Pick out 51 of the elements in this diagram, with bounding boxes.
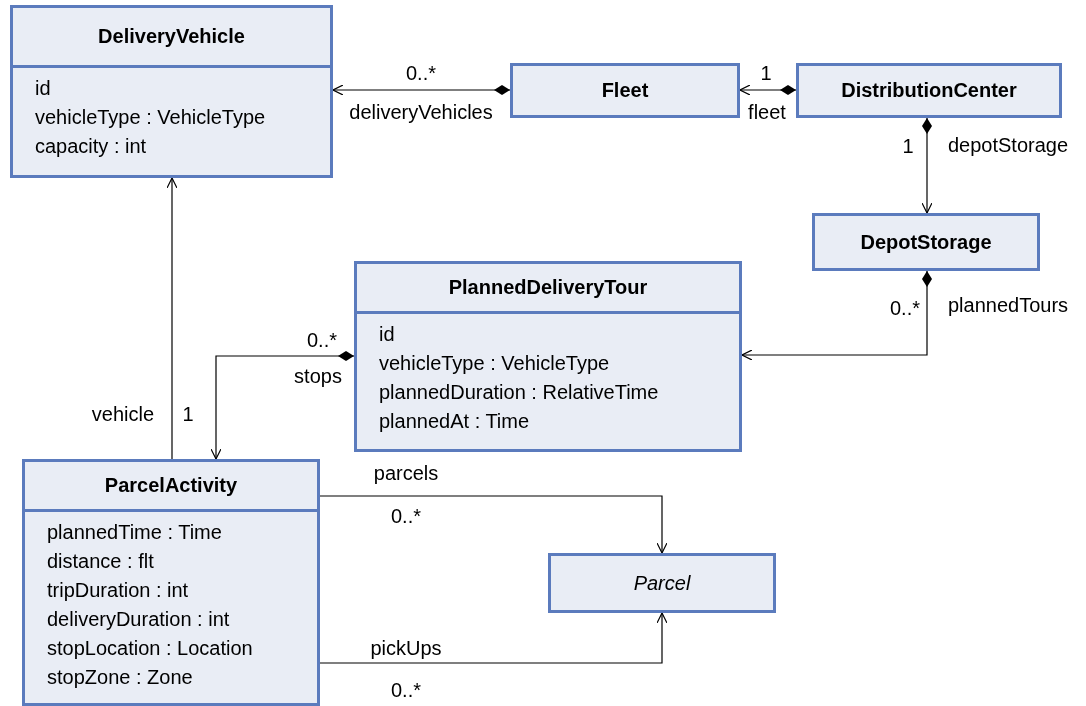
role-name: fleet <box>748 102 786 122</box>
attribute-text: tripDuration : int <box>47 578 189 603</box>
composition-arrow <box>739 84 797 96</box>
attribute-text: vehicleType : VehicleType <box>35 105 266 130</box>
class-name: ParcelActivity <box>104 473 238 498</box>
class-name: PlannedDeliveryTour <box>448 275 648 300</box>
class-box <box>548 553 776 613</box>
class-name: Fleet <box>601 78 649 103</box>
attribute-text: stopLocation : Location <box>47 636 253 661</box>
attribute-text: vehicleType : VehicleType <box>379 351 610 376</box>
multiplicity: 0..* <box>307 330 337 350</box>
class-box <box>10 5 333 178</box>
multiplicity: 1 <box>760 63 772 83</box>
attribute-text: plannedTime : Time <box>47 520 222 545</box>
class-name: DeliveryVehicle <box>98 24 245 49</box>
role-name: parcels <box>373 463 439 483</box>
attribute-text: plannedDuration : RelativeTime <box>379 380 659 405</box>
class-name: DepotStorage <box>860 229 992 255</box>
class-box <box>812 213 1040 271</box>
role-name: plannedTours <box>947 295 1069 315</box>
multiplicity: 0..* <box>391 680 421 700</box>
class-box <box>22 459 320 706</box>
role-name: pickUps <box>370 638 442 658</box>
class-name: DistributionCenter <box>841 78 1017 103</box>
attribute-text: id <box>35 76 51 101</box>
role-name: stops <box>294 366 342 386</box>
multiplicity: 0..* <box>890 298 920 318</box>
attribute-text: stopZone : Zone <box>47 665 193 690</box>
association-arrow <box>166 177 178 460</box>
multiplicity: 1 <box>182 404 194 424</box>
role-name: depotStorage <box>947 135 1069 155</box>
class-box <box>354 261 742 452</box>
attribute-text: capacity : int <box>35 134 147 159</box>
class-box <box>510 63 740 118</box>
class-box <box>796 63 1062 118</box>
attribute-text: id <box>379 322 395 347</box>
multiplicity: 0..* <box>406 63 436 83</box>
association-arrow <box>319 495 668 554</box>
role-name: deliveryVehicles <box>349 102 493 122</box>
multiplicity: 0..* <box>391 506 421 526</box>
attribute-text: distance : flt <box>47 549 154 574</box>
composition-arrow <box>741 270 932 361</box>
role-name: vehicle <box>91 404 155 424</box>
attribute-text: deliveryDuration : int <box>47 607 230 632</box>
association-arrow <box>319 612 668 664</box>
multiplicity: 1 <box>902 136 914 156</box>
class-name: Parcel <box>633 570 691 596</box>
composition-arrow <box>921 117 933 214</box>
composition-arrow <box>332 84 511 96</box>
attribute-text: plannedAt : Time <box>379 409 530 434</box>
composition-arrow <box>210 351 355 460</box>
